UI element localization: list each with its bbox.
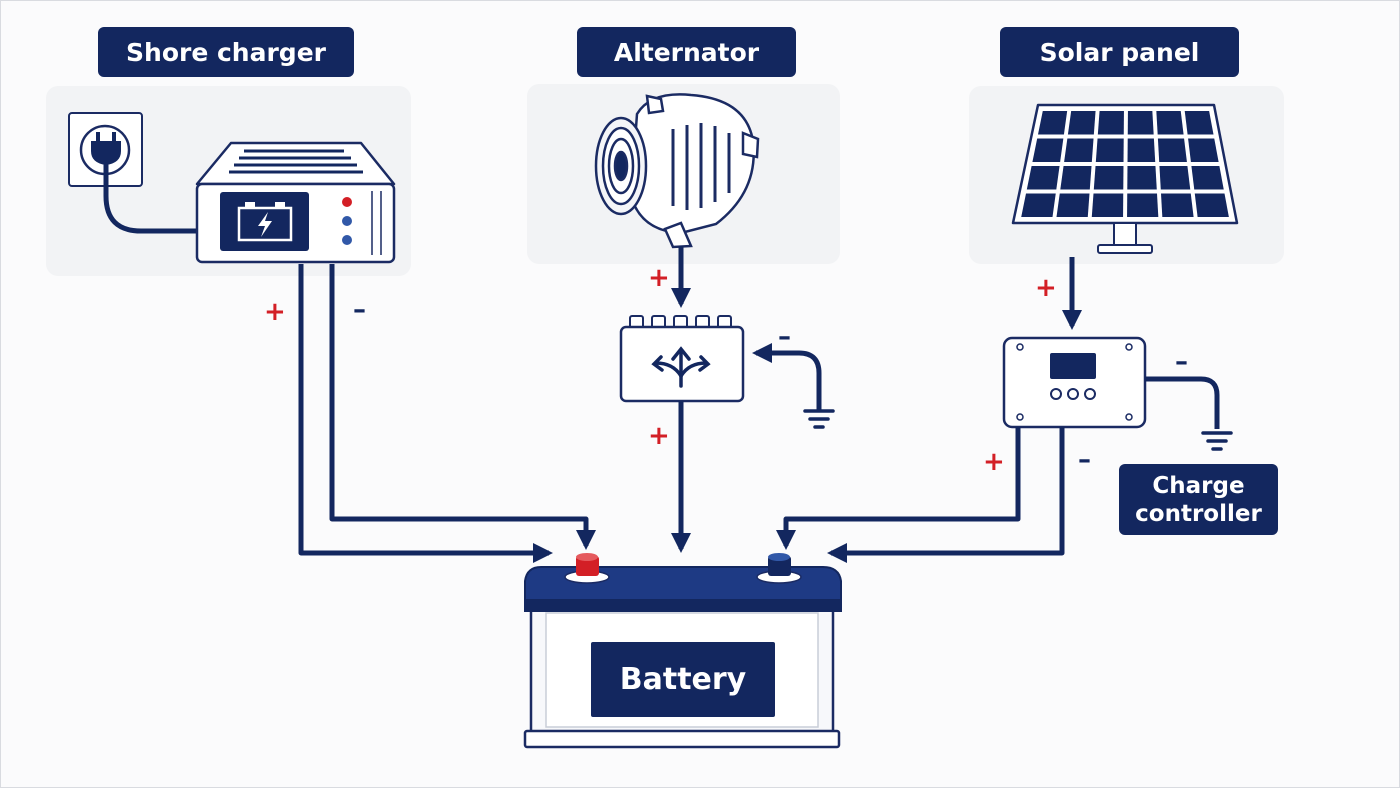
solar-cell: [1093, 166, 1124, 190]
distribution-block-icon: [619, 315, 745, 403]
solar-cell: [1127, 111, 1154, 135]
alternator-label: Alternator: [577, 27, 796, 77]
solar-cell: [1060, 166, 1092, 190]
shore-negative-wire: [329, 264, 596, 550]
charge-controller-icon: [1002, 336, 1147, 429]
solar-cell: [1032, 138, 1064, 162]
solar-cell: [1095, 138, 1124, 162]
wiring: [298, 246, 1220, 563]
solar-cell: [1127, 138, 1156, 162]
ground-icon: [803, 409, 835, 429]
solar-cell: [1064, 138, 1094, 162]
solar-cell: [1161, 193, 1194, 217]
solar-cell: [1056, 193, 1090, 217]
solar-panel-icon: [1011, 103, 1239, 254]
charge-controller-label: Charge controller: [1119, 464, 1278, 535]
ground-icon: [1201, 431, 1233, 451]
battery-charge-icon: [237, 202, 293, 242]
controller-negative-sign: –: [1078, 445, 1091, 475]
controller-positive-sign: +: [983, 447, 1005, 477]
shore-positive-wire: [298, 264, 553, 563]
shore-positive-sign: +: [264, 297, 286, 327]
controller-positive-wire: [776, 427, 1021, 550]
block-ground-wire: [752, 343, 822, 411]
shore-charger-label: Shore charger: [98, 27, 354, 77]
solar-cell: [1021, 193, 1056, 217]
shore-negative-sign: –: [353, 295, 366, 325]
solar-cell: [1026, 166, 1060, 190]
solar-cell: [1194, 193, 1229, 217]
controller-negative-wire: [827, 427, 1065, 563]
block-positive-sign: +: [648, 421, 670, 451]
alternator-icon: [594, 93, 760, 249]
solar-cell: [1127, 166, 1157, 190]
controller-ground-wire: [1145, 376, 1220, 429]
solar-cell: [1038, 111, 1068, 135]
solar-cell: [1188, 138, 1219, 162]
block-negative-sign: –: [778, 322, 791, 352]
solar-cell: [1191, 166, 1224, 190]
solar-positive-sign: +: [1035, 273, 1057, 303]
solar-cell: [1127, 193, 1159, 217]
shore-charger-icon: [195, 141, 396, 264]
solar-cell: [1184, 111, 1214, 135]
solar-cell: [1067, 111, 1096, 135]
alternator-positive-sign: +: [648, 263, 670, 293]
solar-panel-label: Solar panel: [1000, 27, 1239, 77]
solar-cell: [1159, 166, 1191, 190]
solar-cell: [1097, 111, 1124, 135]
plug-icon: [91, 132, 207, 234]
solar-cell: [1157, 138, 1187, 162]
controller-ground-negative-sign: –: [1175, 347, 1188, 377]
battery-label: Battery: [591, 642, 775, 717]
solar-cell: [1156, 111, 1184, 135]
solar-cell: [1091, 193, 1124, 217]
